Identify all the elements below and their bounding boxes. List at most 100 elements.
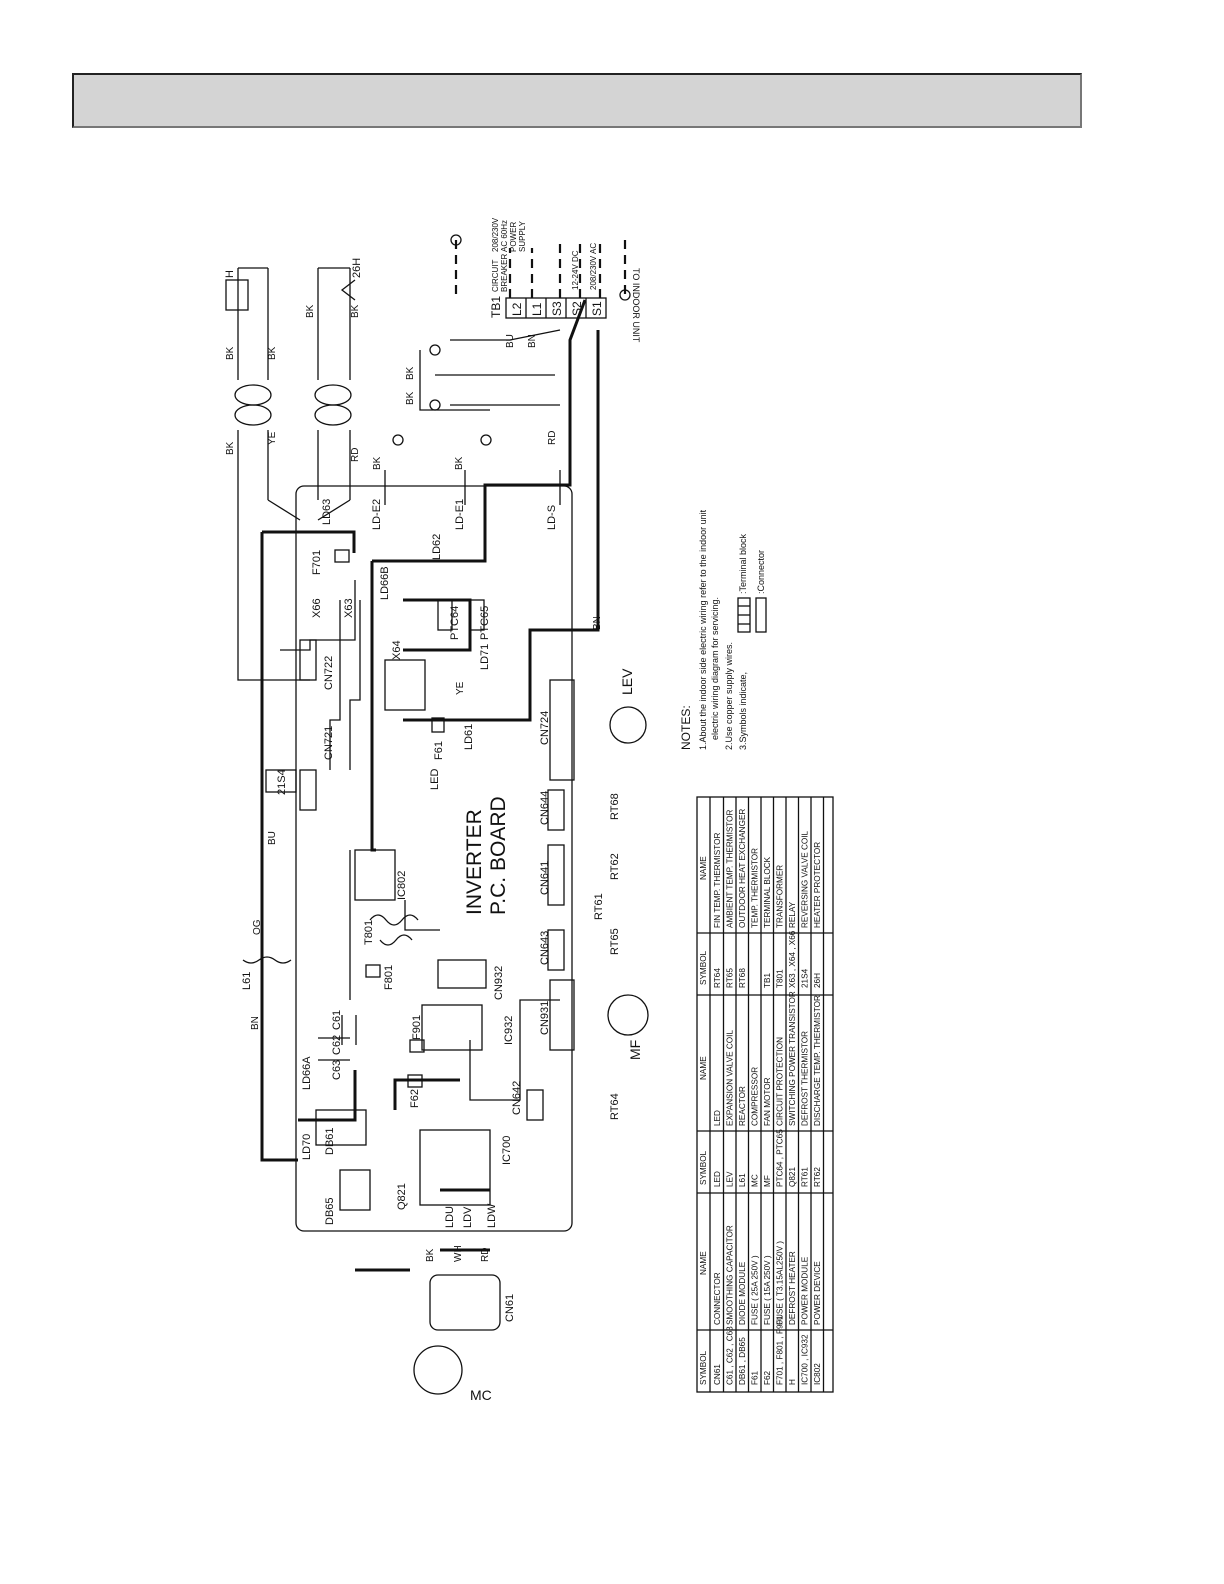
legend-symbol: F701 , F801 , F901 xyxy=(776,1315,785,1385)
supply-label-voltage: 208/230V xyxy=(491,217,500,252)
wire-label-rd-2: RD xyxy=(547,431,558,445)
notes-title: NOTES: xyxy=(679,705,693,750)
ground-symbols xyxy=(392,234,631,446)
legend-symbol: F62 xyxy=(763,1370,772,1385)
label-cn724: CN724 xyxy=(539,711,551,745)
label-cn641: CN641 xyxy=(539,861,551,895)
legend-name: SMOOTHING CAPACITOR xyxy=(726,1225,735,1325)
legend-name: DIODE MODULE xyxy=(738,1261,747,1325)
label-ld61: LD61 xyxy=(463,724,475,750)
legend-symbol: RT61 xyxy=(801,1167,810,1187)
legend-symbol: PTC64 , PTC65 xyxy=(776,1129,785,1187)
label-ld66a: LD66A xyxy=(301,1056,313,1090)
wire-label-bn-1: BN xyxy=(527,334,538,348)
supply-label-dc: 12-24V DC xyxy=(571,250,580,290)
wire-label-bk-6: BK xyxy=(372,456,383,470)
legend-symbol: 26H xyxy=(813,973,822,988)
legend-name: LED xyxy=(713,1110,722,1126)
terminal-s3: S3 xyxy=(550,301,564,316)
label-ld63: LD63 xyxy=(321,499,333,525)
legend-name: FIN TEMP. THERMISTOR xyxy=(713,833,722,928)
label-rt65: RT65 xyxy=(609,928,621,955)
label-ld-s: LD-S xyxy=(546,505,558,530)
label-x63: X63 xyxy=(343,598,355,618)
wire-label-bk-2: BK xyxy=(267,346,278,360)
label-mc: MC xyxy=(470,1387,492,1403)
label-cn644: CN644 xyxy=(539,791,551,825)
legend-name: FAN MOTOR xyxy=(763,1077,772,1126)
legend-name: TEMP. THERMISTOR xyxy=(751,848,760,928)
supply-wiring xyxy=(454,240,627,298)
terminal-s2: S2 xyxy=(570,301,584,316)
legend-symbol: DB61 , DB65 xyxy=(738,1337,747,1385)
legend-name: TERMINAL BLOCK xyxy=(763,856,772,928)
wire-label-bu-2: BU xyxy=(267,831,278,845)
label-f901: F901 xyxy=(411,1015,423,1040)
legend-name: REACTOR xyxy=(738,1086,747,1126)
terminal-l2: L2 xyxy=(510,302,524,316)
connector-symbol xyxy=(755,597,767,633)
label-ptc65: PTC65 xyxy=(479,606,491,640)
legend-name: DEFROST HEATER xyxy=(788,1251,797,1325)
legend-name: FUSE ( 15A 250V ) xyxy=(763,1255,772,1325)
label-rt61: RT61 xyxy=(593,893,605,920)
legend-name: EXPANSION VALVE COIL xyxy=(726,1030,735,1126)
label-q821: Q821 xyxy=(396,1183,408,1210)
label-ldu: LDU xyxy=(444,1206,456,1228)
notes-block: NOTES: 1.About the indoor side electric … xyxy=(679,509,767,750)
legend-header-symbol-3: SYMBOL xyxy=(699,950,708,985)
label-c63: C63 xyxy=(331,1060,343,1080)
note-1: 1.About the indoor side electric wiring … xyxy=(698,509,708,750)
wire-label-bk-4: BK xyxy=(350,304,361,318)
legend-symbol: Q821 xyxy=(788,1167,797,1187)
header-bar xyxy=(72,73,1082,128)
legend-name: CIRCUIT PROTECTION xyxy=(776,1037,785,1126)
note-terminal-block: :Terminal block xyxy=(738,533,748,594)
supply-label-power: POWER xyxy=(509,222,518,252)
legend-symbol: RT64 xyxy=(713,968,722,988)
legend-name: DEFROST THERMISTOR xyxy=(801,1031,810,1126)
label-ld-e2: LD-E2 xyxy=(371,499,383,530)
legend-header-symbol-1: SYMBOL xyxy=(699,1350,708,1385)
legend-name: HEATER PROTECTOR xyxy=(813,842,822,928)
label-cn643: CN643 xyxy=(539,931,551,965)
note-2: 2.Use copper supply wires. xyxy=(724,642,734,750)
legend-symbol: IC700 , IC932 xyxy=(801,1334,810,1385)
label-cn722: CN722 xyxy=(323,656,335,690)
pcb-outline xyxy=(295,485,573,1232)
wire-label-bk-1: BK xyxy=(225,346,236,360)
wire-label-ye: YE xyxy=(267,431,278,445)
label-f62: F62 xyxy=(409,1089,421,1108)
supply-label-breaker: BREAKER xyxy=(500,254,509,292)
label-f801: F801 xyxy=(383,965,395,990)
supply-label-supply: SUPPLY xyxy=(518,220,527,252)
legend-symbol: LEV xyxy=(726,1171,735,1187)
legend-symbol: RT65 xyxy=(726,968,735,988)
label-21s4: 21S4 xyxy=(276,769,288,795)
legend-symbol: H xyxy=(788,1379,797,1385)
legend-name: COMPRESSOR xyxy=(751,1067,760,1126)
legend-header-symbol-2: SYMBOL xyxy=(699,1150,708,1185)
signal-wiring xyxy=(237,267,561,1101)
wire-label-rd-1: RD xyxy=(350,448,361,462)
legend-symbol: F61 xyxy=(751,1370,760,1385)
wire-label-bn-3: BN xyxy=(250,1016,261,1030)
label-ic932: IC932 xyxy=(503,1016,515,1045)
note-1b: electric wiring diagram for servicing. xyxy=(710,597,720,740)
label-cn721: CN721 xyxy=(323,726,335,760)
legend-symbol: X63 , X64 , X66 xyxy=(788,930,797,988)
label-cn932: CN932 xyxy=(493,966,505,1000)
legend-name: RELAY xyxy=(788,901,797,928)
label-led: LED xyxy=(429,769,441,790)
legend-name: FUSE ( T3.15AL250V ) xyxy=(776,1241,785,1325)
note-3: 3.Symbols indicate, xyxy=(738,672,748,750)
wire-label-bn-2: BN xyxy=(592,616,603,630)
legend-symbol: TB1 xyxy=(763,973,772,988)
wire-label-rd-3: RD xyxy=(480,1248,491,1262)
legend-name: AMBIENT TEMP. THERMISTOR xyxy=(726,809,735,928)
label-26h: 26H xyxy=(351,258,363,278)
legend-name: DISCHARGE TEMP. THERMISTOR xyxy=(813,995,822,1126)
board-title-line2: P.C. BOARD xyxy=(487,796,510,915)
label-c62: C62 xyxy=(331,1035,343,1055)
